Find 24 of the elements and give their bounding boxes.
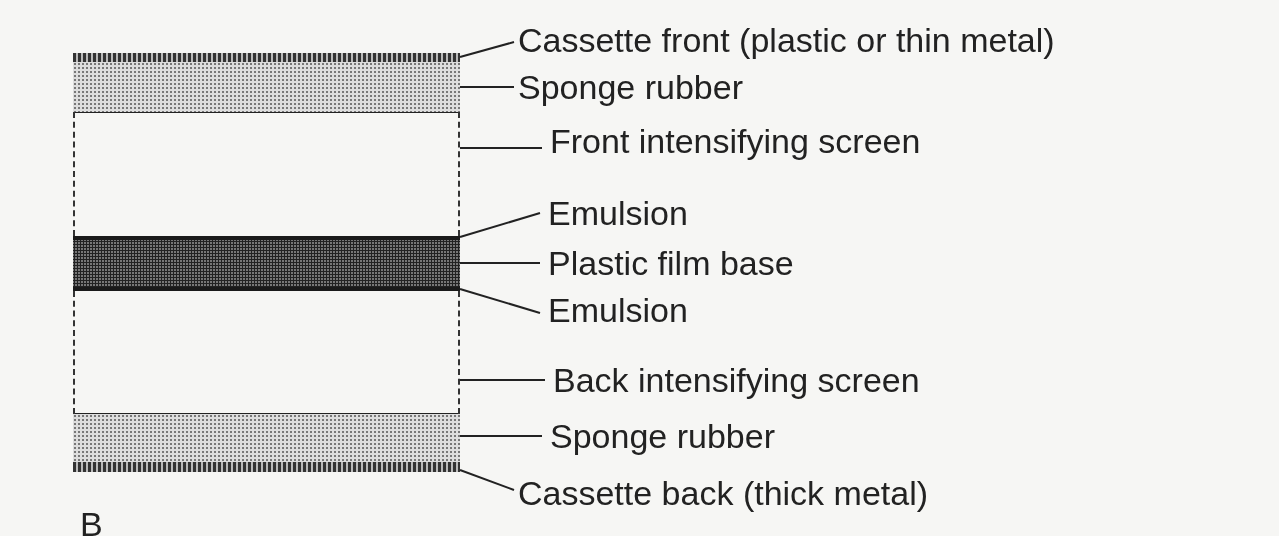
stippled-layer (73, 240, 460, 287)
layer-label: Cassette back (thick metal) (518, 474, 929, 512)
leader-line (459, 435, 543, 437)
leader-line (459, 212, 541, 238)
dense-layer (73, 53, 460, 62)
leader-line (459, 469, 515, 491)
layer-label: Plastic film base (548, 244, 794, 282)
layer-label: Back intensifying screen (553, 361, 920, 399)
layer-label: Emulsion (548, 291, 688, 329)
panel-letter: B (80, 505, 103, 536)
leader-line (459, 288, 541, 314)
dense-layer (73, 462, 460, 472)
leader-line (459, 379, 546, 381)
stippled-layer (73, 414, 460, 462)
layer-label: Cassette front (plastic or thin metal) (518, 21, 1055, 59)
layer-label: Front intensifying screen (550, 122, 921, 160)
layer-label: Sponge rubber (518, 68, 743, 106)
leader-line (459, 147, 543, 149)
leader-line (459, 41, 515, 58)
layer-label: Sponge rubber (550, 417, 775, 455)
leader-line (459, 262, 541, 264)
layer-label: Emulsion (548, 194, 688, 232)
leader-line (459, 86, 515, 88)
stippled-layer (73, 62, 460, 112)
